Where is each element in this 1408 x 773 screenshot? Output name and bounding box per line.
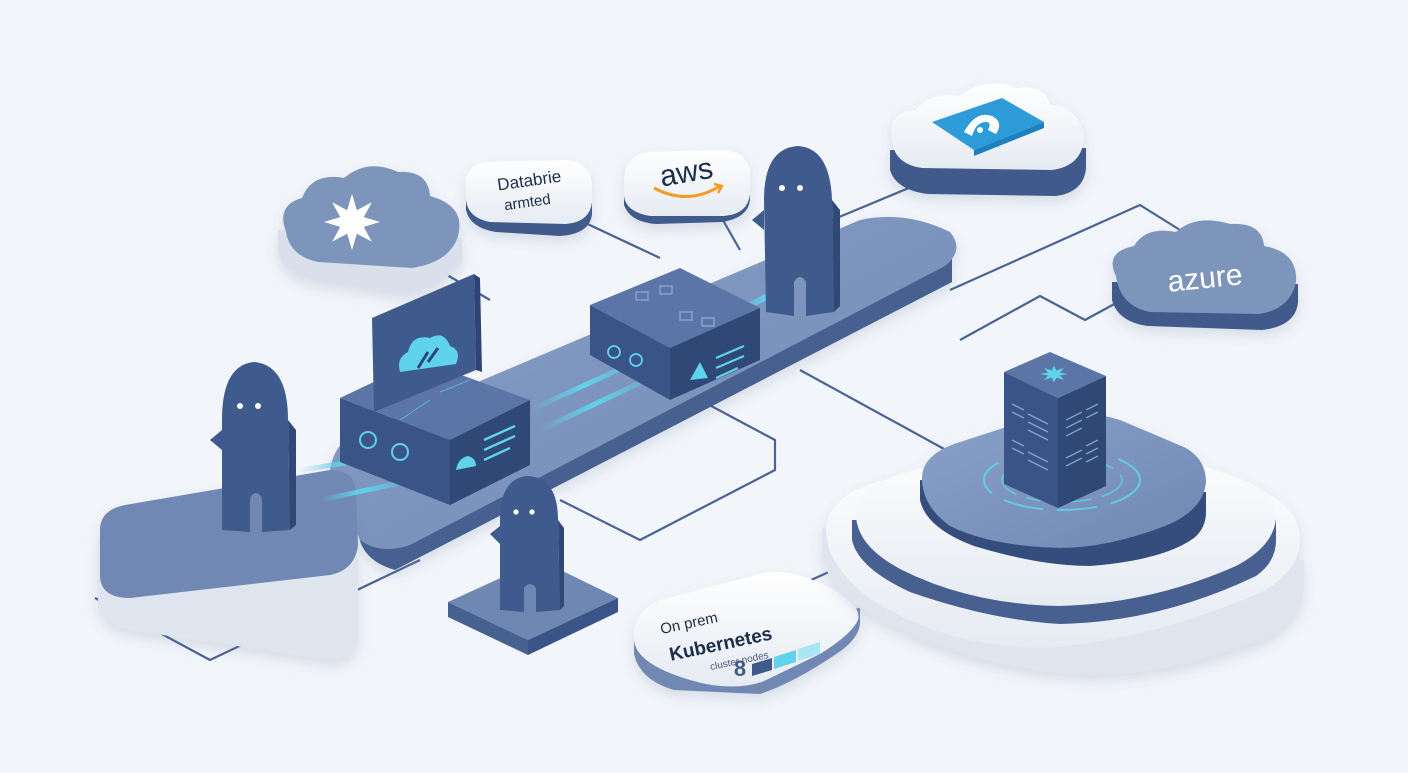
beam-4 [537, 375, 653, 433]
server-mid-front [590, 305, 670, 400]
beam-2 [317, 479, 408, 503]
status-dot-2 [391, 443, 409, 461]
cloud-icon [399, 335, 458, 372]
monitor-edge [474, 274, 482, 372]
azure-label: azure [1166, 258, 1244, 299]
snowflake-cloud [278, 166, 462, 294]
line-platform-loop [559, 399, 777, 542]
k8s-node-count: 8 [734, 656, 746, 681]
rack-platform [822, 412, 1304, 675]
snowflake-icon [324, 194, 380, 250]
azure-logo [932, 98, 1044, 156]
line-platform-to-rack [799, 369, 956, 456]
k8s-card: On prem Kubernetes cluster nodes 8 [634, 571, 860, 694]
status-dot-1 [359, 431, 377, 449]
azure-logo-cloud [890, 83, 1086, 196]
k8s-status-bars [752, 642, 820, 676]
azure-cloud: azure [1112, 220, 1298, 330]
ghost-agent-icon [210, 362, 296, 532]
snowflake-icon [1040, 365, 1068, 383]
server-node-left [340, 274, 530, 505]
ghost-agent-icon [448, 476, 618, 655]
line-platform-to-azure [949, 203, 1181, 292]
line-azure-down [959, 289, 1141, 341]
database-label-line2: armted [503, 191, 552, 214]
rack-lines [483, 424, 516, 462]
server-mid-top [590, 268, 760, 348]
server-node-middle [590, 268, 760, 400]
user-icon [456, 456, 476, 470]
server-left-front [340, 398, 450, 505]
ghost-agent-icon [752, 146, 840, 316]
server-rack-icon [1004, 352, 1106, 508]
aws-card: aws [624, 150, 750, 224]
database-card: Databrie armted [465, 160, 592, 236]
cloud-top [283, 166, 460, 268]
server-left-right [450, 400, 530, 505]
user-icon [690, 362, 708, 380]
